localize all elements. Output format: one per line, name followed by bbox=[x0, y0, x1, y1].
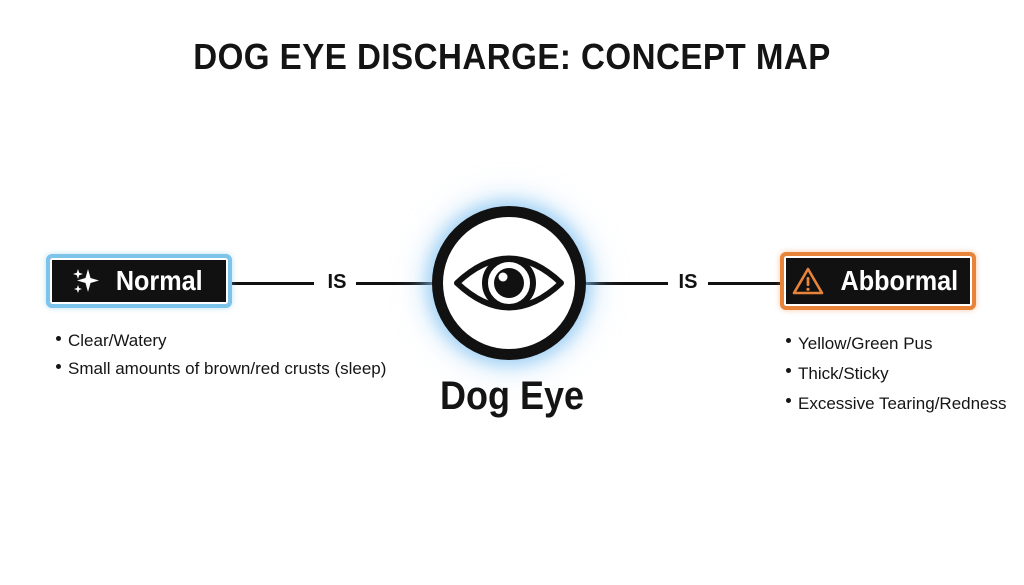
eye-node bbox=[432, 206, 586, 360]
connector-left-b bbox=[356, 282, 434, 285]
list-item: Excessive Tearing/Redness bbox=[784, 389, 1007, 419]
list-item: Clear/Watery bbox=[54, 327, 386, 355]
sparkle-icon bbox=[71, 266, 101, 296]
connector-left-a bbox=[232, 282, 314, 285]
list-item: Small amounts of brown/red crusts (sleep… bbox=[54, 355, 386, 383]
connector-right-a bbox=[586, 282, 668, 285]
diagram-title: DOG EYE DISCHARGE: CONCEPT MAP bbox=[193, 36, 831, 77]
connector-right-label: IS bbox=[678, 271, 698, 293]
node-abnormal: Abbormal bbox=[780, 252, 976, 310]
normal-list: Clear/Watery Small amounts of brown/red … bbox=[54, 327, 386, 383]
node-normal: Normal bbox=[46, 254, 232, 308]
node-normal-label: Normal bbox=[115, 265, 203, 296]
list-item: Yellow/Green Pus bbox=[784, 329, 1007, 359]
abnormal-list: Yellow/Green Pus Thick/Sticky Excessive … bbox=[784, 329, 1007, 419]
connector-right-b bbox=[708, 282, 782, 285]
list-item: Thick/Sticky bbox=[784, 359, 1007, 389]
eye-icon bbox=[453, 248, 565, 318]
connector-left-label: IS bbox=[327, 271, 347, 293]
warning-icon bbox=[792, 266, 824, 296]
node-abnormal-label: Abbormal bbox=[840, 265, 958, 296]
center-label: Dog Eye bbox=[439, 374, 585, 418]
